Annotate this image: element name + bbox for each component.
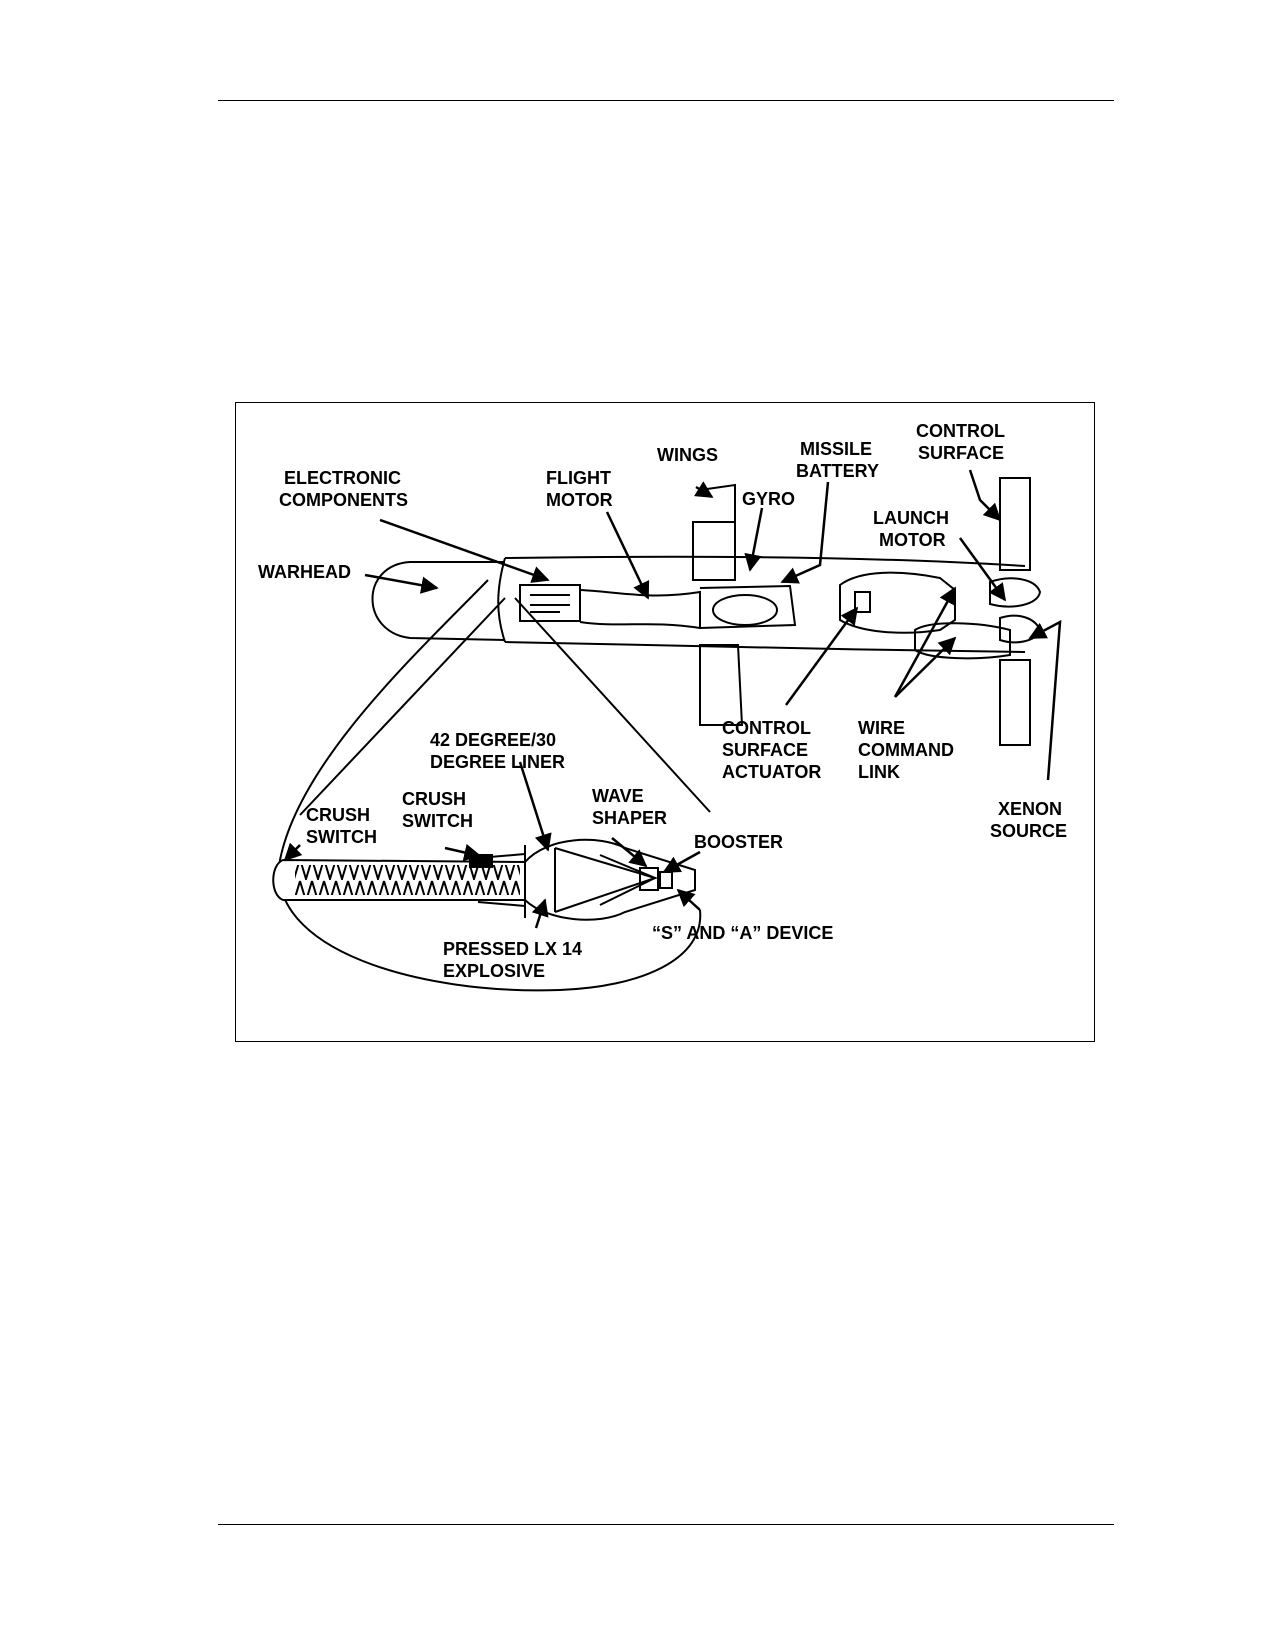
label-wave-shaper-line1: WAVE	[592, 786, 644, 806]
label-arrows	[283, 469, 1062, 929]
diagram-labels: WARHEAD ELECTRONIC COMPONENTS FLIGHT MOT…	[258, 421, 1067, 981]
label-missile-battery-line2: BATTERY	[796, 461, 879, 481]
label-control-surface-actuator-line2: SURFACE	[722, 740, 808, 760]
label-flight-motor-line1: FLIGHT	[546, 468, 611, 488]
label-crush-switch-a-line2: SWITCH	[306, 827, 377, 847]
warhead-detail	[272, 838, 696, 921]
label-liner-line1: 42 DEGREE/30	[430, 730, 556, 750]
label-crush-switch-b-line1: CRUSH	[402, 789, 466, 809]
header-rule	[218, 100, 1114, 101]
label-warhead: WARHEAD	[258, 562, 351, 582]
label-wings: WINGS	[657, 445, 718, 465]
label-control-surface-line2: SURFACE	[918, 443, 1004, 463]
label-electronic-components-line2: COMPONENTS	[279, 490, 408, 510]
label-liner-line2: DEGREE LINER	[430, 752, 565, 772]
label-control-surface-line1: CONTROL	[916, 421, 1005, 441]
label-flight-motor-line2: MOTOR	[546, 490, 613, 510]
label-crush-switch-b-line2: SWITCH	[402, 811, 473, 831]
label-control-surface-actuator-line1: CONTROL	[722, 718, 811, 738]
label-launch-motor-line2: MOTOR	[879, 530, 946, 550]
missile-diagram-frame	[235, 402, 1095, 1042]
label-booster: BOOSTER	[694, 832, 783, 852]
label-wave-shaper-line2: SHAPER	[592, 808, 667, 828]
label-wire-command-link-line2: COMMAND	[858, 740, 954, 760]
label-xenon-source-line1: XENON	[998, 799, 1062, 819]
label-pressed-lx14-line2: EXPLOSIVE	[443, 961, 545, 981]
label-xenon-source-line2: SOURCE	[990, 821, 1067, 841]
label-missile-battery-line1: MISSILE	[800, 439, 872, 459]
label-gyro: GYRO	[742, 489, 795, 509]
label-wire-command-link-line3: LINK	[858, 762, 900, 782]
missile-body	[371, 477, 1042, 746]
detail-callout-lines	[278, 579, 711, 992]
label-electronic-components-line1: ELECTRONIC	[284, 468, 401, 488]
label-control-surface-actuator-line3: ACTUATOR	[722, 762, 821, 782]
label-launch-motor-line1: LAUNCH	[873, 508, 949, 528]
footer-rule	[218, 1524, 1114, 1525]
label-s-and-a-device: “S” AND “A” DEVICE	[652, 923, 833, 943]
label-wire-command-link-line1: WIRE	[858, 718, 905, 738]
label-pressed-lx14-line1: PRESSED LX 14	[443, 939, 582, 959]
label-crush-switch-a-line1: CRUSH	[306, 805, 370, 825]
